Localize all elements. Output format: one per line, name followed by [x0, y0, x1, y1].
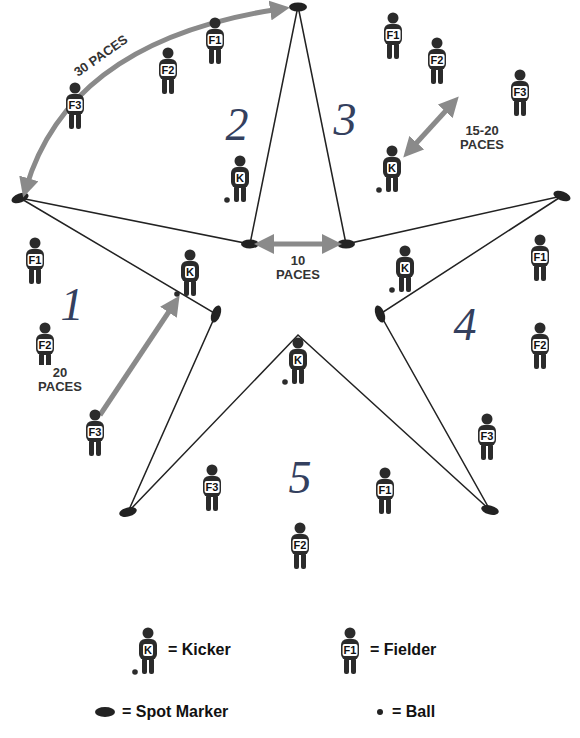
legend-text: = Kicker: [168, 641, 231, 659]
distance-arrows: [26, 9, 452, 415]
spot-markers: [10, 3, 572, 718]
player-figure: [341, 628, 359, 675]
star-lines: [20, 6, 562, 512]
player-label: F2: [430, 54, 445, 66]
player-figure: [224, 156, 249, 203]
legend-text: = Fielder: [370, 641, 436, 659]
legend-icon-label: K: [143, 644, 153, 656]
player-figure: [531, 323, 549, 370]
distance-label: 10 PACES: [274, 253, 322, 283]
station-number: 3: [334, 97, 357, 143]
player-figures: [26, 13, 549, 675]
player-label: F1: [386, 29, 401, 41]
player-figure: [511, 70, 529, 117]
player-label: K: [293, 354, 303, 366]
player-figure: [282, 338, 307, 385]
legend-icon-label: F1: [343, 644, 358, 656]
player-figure: [531, 235, 549, 282]
ball: [282, 379, 288, 385]
player-figure: [376, 146, 401, 193]
distance-label: 15-20 PACES: [458, 123, 506, 153]
player-figure: [384, 13, 402, 60]
ball: [224, 197, 230, 203]
station-number: 2: [226, 102, 249, 148]
player-label: F3: [480, 430, 495, 442]
player-figure: [159, 48, 177, 95]
station-number: 1: [61, 282, 84, 328]
player-figure: [376, 468, 394, 515]
player-figure: [478, 414, 496, 461]
player-label: F3: [68, 99, 83, 111]
player-label: F1: [28, 254, 43, 266]
player-figure: [203, 465, 221, 512]
ball: [132, 669, 138, 675]
player-figure: [66, 83, 84, 130]
player-label: F1: [208, 34, 223, 46]
player-figure: [132, 628, 157, 675]
player-label: F3: [513, 86, 528, 98]
player-figure: [291, 523, 309, 570]
player-label: F1: [533, 251, 548, 263]
player-figure: [86, 410, 104, 457]
player-figure: [26, 238, 44, 285]
player-label: F3: [88, 426, 103, 438]
player-figure: [174, 250, 199, 297]
ball: [389, 287, 395, 293]
legend-text: = Ball: [392, 703, 435, 721]
player-label: K: [400, 262, 410, 274]
player-label: F2: [161, 64, 176, 76]
player-figure: [389, 246, 414, 293]
ball: [376, 187, 382, 193]
legend-text: = Spot Marker: [122, 703, 228, 721]
player-label: F3: [205, 481, 220, 493]
distance-label: 20 PACES: [36, 365, 84, 395]
player-figure: [206, 18, 224, 65]
player-figure: [428, 38, 446, 85]
station-number: 5: [289, 455, 312, 501]
player-label: F2: [293, 539, 308, 551]
station-number: 4: [454, 302, 477, 348]
ball: [174, 291, 180, 297]
player-label: K: [185, 266, 195, 278]
player-label: K: [235, 172, 245, 184]
player-label: K: [387, 162, 397, 174]
player-label: F2: [38, 339, 53, 351]
player-figure: [36, 323, 54, 370]
distance-label: 30 PACES: [69, 31, 132, 82]
player-label: F2: [533, 339, 548, 351]
player-label: F1: [378, 484, 393, 496]
